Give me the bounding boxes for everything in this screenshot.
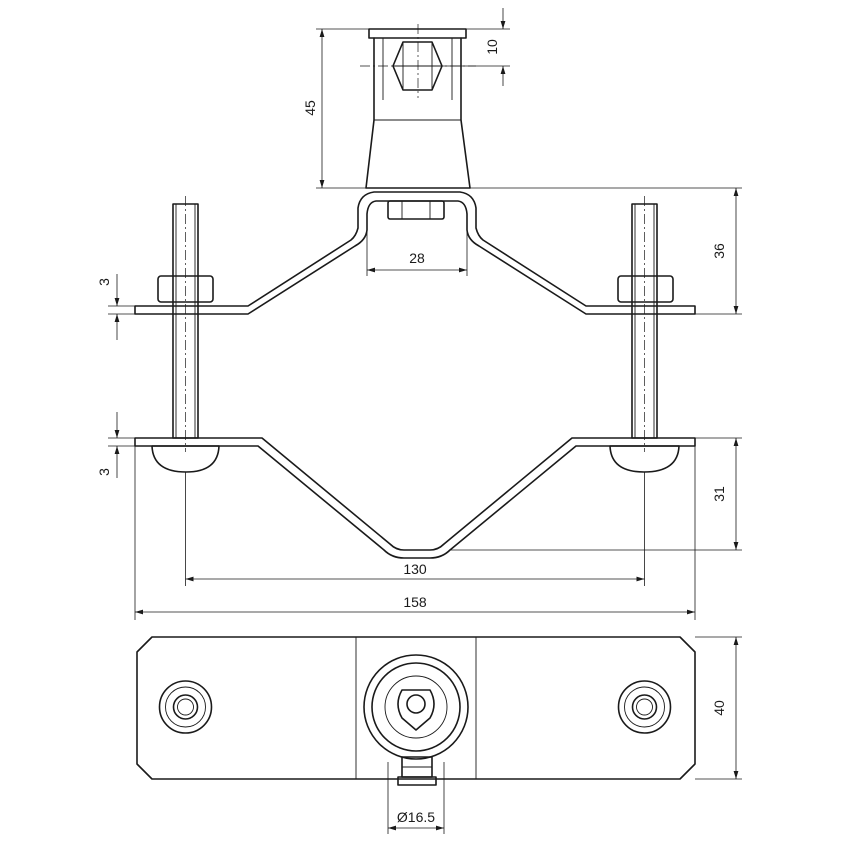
left-threaded-rod: [172, 196, 199, 452]
dim-36: 36: [711, 243, 727, 259]
dim-3-bottom: 3: [96, 468, 112, 476]
dim-3-top: 3: [96, 278, 112, 286]
upper-small-nut-icon: [387, 200, 445, 220]
dim-28: 28: [409, 250, 425, 266]
dim-130: 130: [403, 561, 427, 577]
lower-strap: [134, 437, 696, 559]
dim-158: 158: [403, 594, 427, 610]
left-bolt-top-icon: [158, 680, 213, 734]
right-threaded-rod: [631, 196, 658, 452]
top-view: Ø16.5 40: [136, 636, 742, 834]
dim-10: 10: [484, 39, 500, 55]
dim-45: 45: [302, 100, 318, 116]
dim-40: 40: [711, 700, 727, 716]
right-bolt-top-icon: [617, 680, 672, 734]
bottom-hex-stub-icon: [397, 756, 437, 786]
top-clamp-body: [365, 28, 471, 189]
front-dimensions: 10 45 28 36 3 3 31: [96, 8, 742, 620]
dim-31: 31: [711, 486, 727, 502]
top-view-plate: [136, 636, 696, 780]
right-domed-head-icon: [609, 445, 680, 473]
center-clamp-top-icon: [363, 654, 469, 760]
left-domed-head-icon: [151, 445, 220, 473]
front-view: [134, 24, 696, 559]
left-nut-icon: [157, 275, 214, 303]
right-nut-icon: [617, 275, 674, 303]
dim-16-5: Ø16.5: [397, 809, 435, 825]
